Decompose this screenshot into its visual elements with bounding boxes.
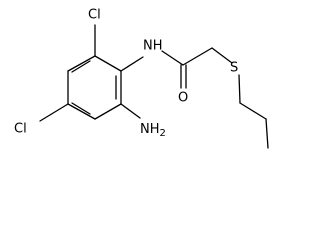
ring-bond-3 (94, 103, 122, 120)
bond-propyl-3 (265, 118, 269, 149)
bond-ring-cl-left (39, 103, 69, 122)
ring-bond-1 (94, 55, 122, 72)
bond-nh-carbonyl (161, 50, 184, 66)
atom-labels: Cl Cl NH O S NH2 (14, 8, 238, 139)
ring-bond-6 (67, 55, 96, 72)
atom-nh2: NH2 (140, 122, 166, 139)
atom-nh2-subscript: 2 (160, 128, 166, 139)
molecule-structure: Cl Cl NH O S NH2 (14, 8, 269, 149)
ring-double-bond-b (71, 102, 91, 115)
bond-ring-nh (120, 56, 144, 72)
atom-nh2-main: NH (140, 122, 160, 137)
bond-carbonyl-ch2 (182, 47, 213, 66)
atom-cl-top: Cl (88, 8, 101, 23)
atom-cl-left: Cl (14, 122, 27, 137)
ring-double-bond-c (71, 60, 91, 73)
bond-s-propyl-1 (238, 74, 241, 104)
ring-bond-4 (67, 103, 96, 120)
bonds (39, 24, 269, 149)
bond-ch2-s (211, 47, 233, 64)
atom-o-carbonyl: O (178, 91, 188, 106)
atom-nh-amide: NH (143, 39, 163, 54)
bond-propyl-2 (239, 102, 267, 120)
atom-s-thioether: S (230, 61, 238, 76)
bond-ring-nh2 (120, 103, 141, 119)
